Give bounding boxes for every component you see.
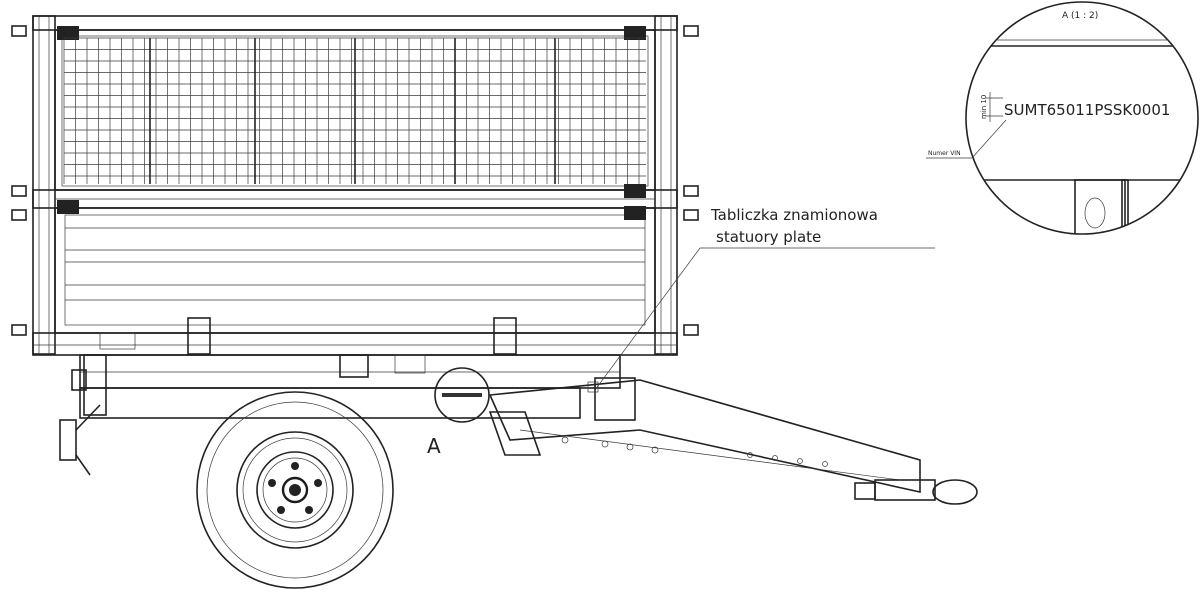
dimension-label: min 10 [980,95,988,119]
detail-view-a: A (1 : 2) min 10 SUMT65011PSSK0001 Numer… [926,1,1199,235]
chassis [59,354,978,505]
detail-a-marker: A [427,367,490,458]
plate-label-line1: Tabliczka znamionowa [710,206,878,224]
mesh-grid [63,37,646,184]
plate-callout: Tabliczka znamionowa statuory plate [587,206,935,393]
wheel [196,391,394,589]
hinge-marks [11,25,699,336]
plate-label-line2: statuory plate [716,228,821,246]
vin-code: SUMT65011PSSK0001 [1004,101,1170,119]
view-label-a: A [427,434,441,458]
vin-label: Numer VIN [928,150,961,157]
detail-title: A (1 : 2) [1062,11,1098,21]
trailer-body [11,15,699,356]
